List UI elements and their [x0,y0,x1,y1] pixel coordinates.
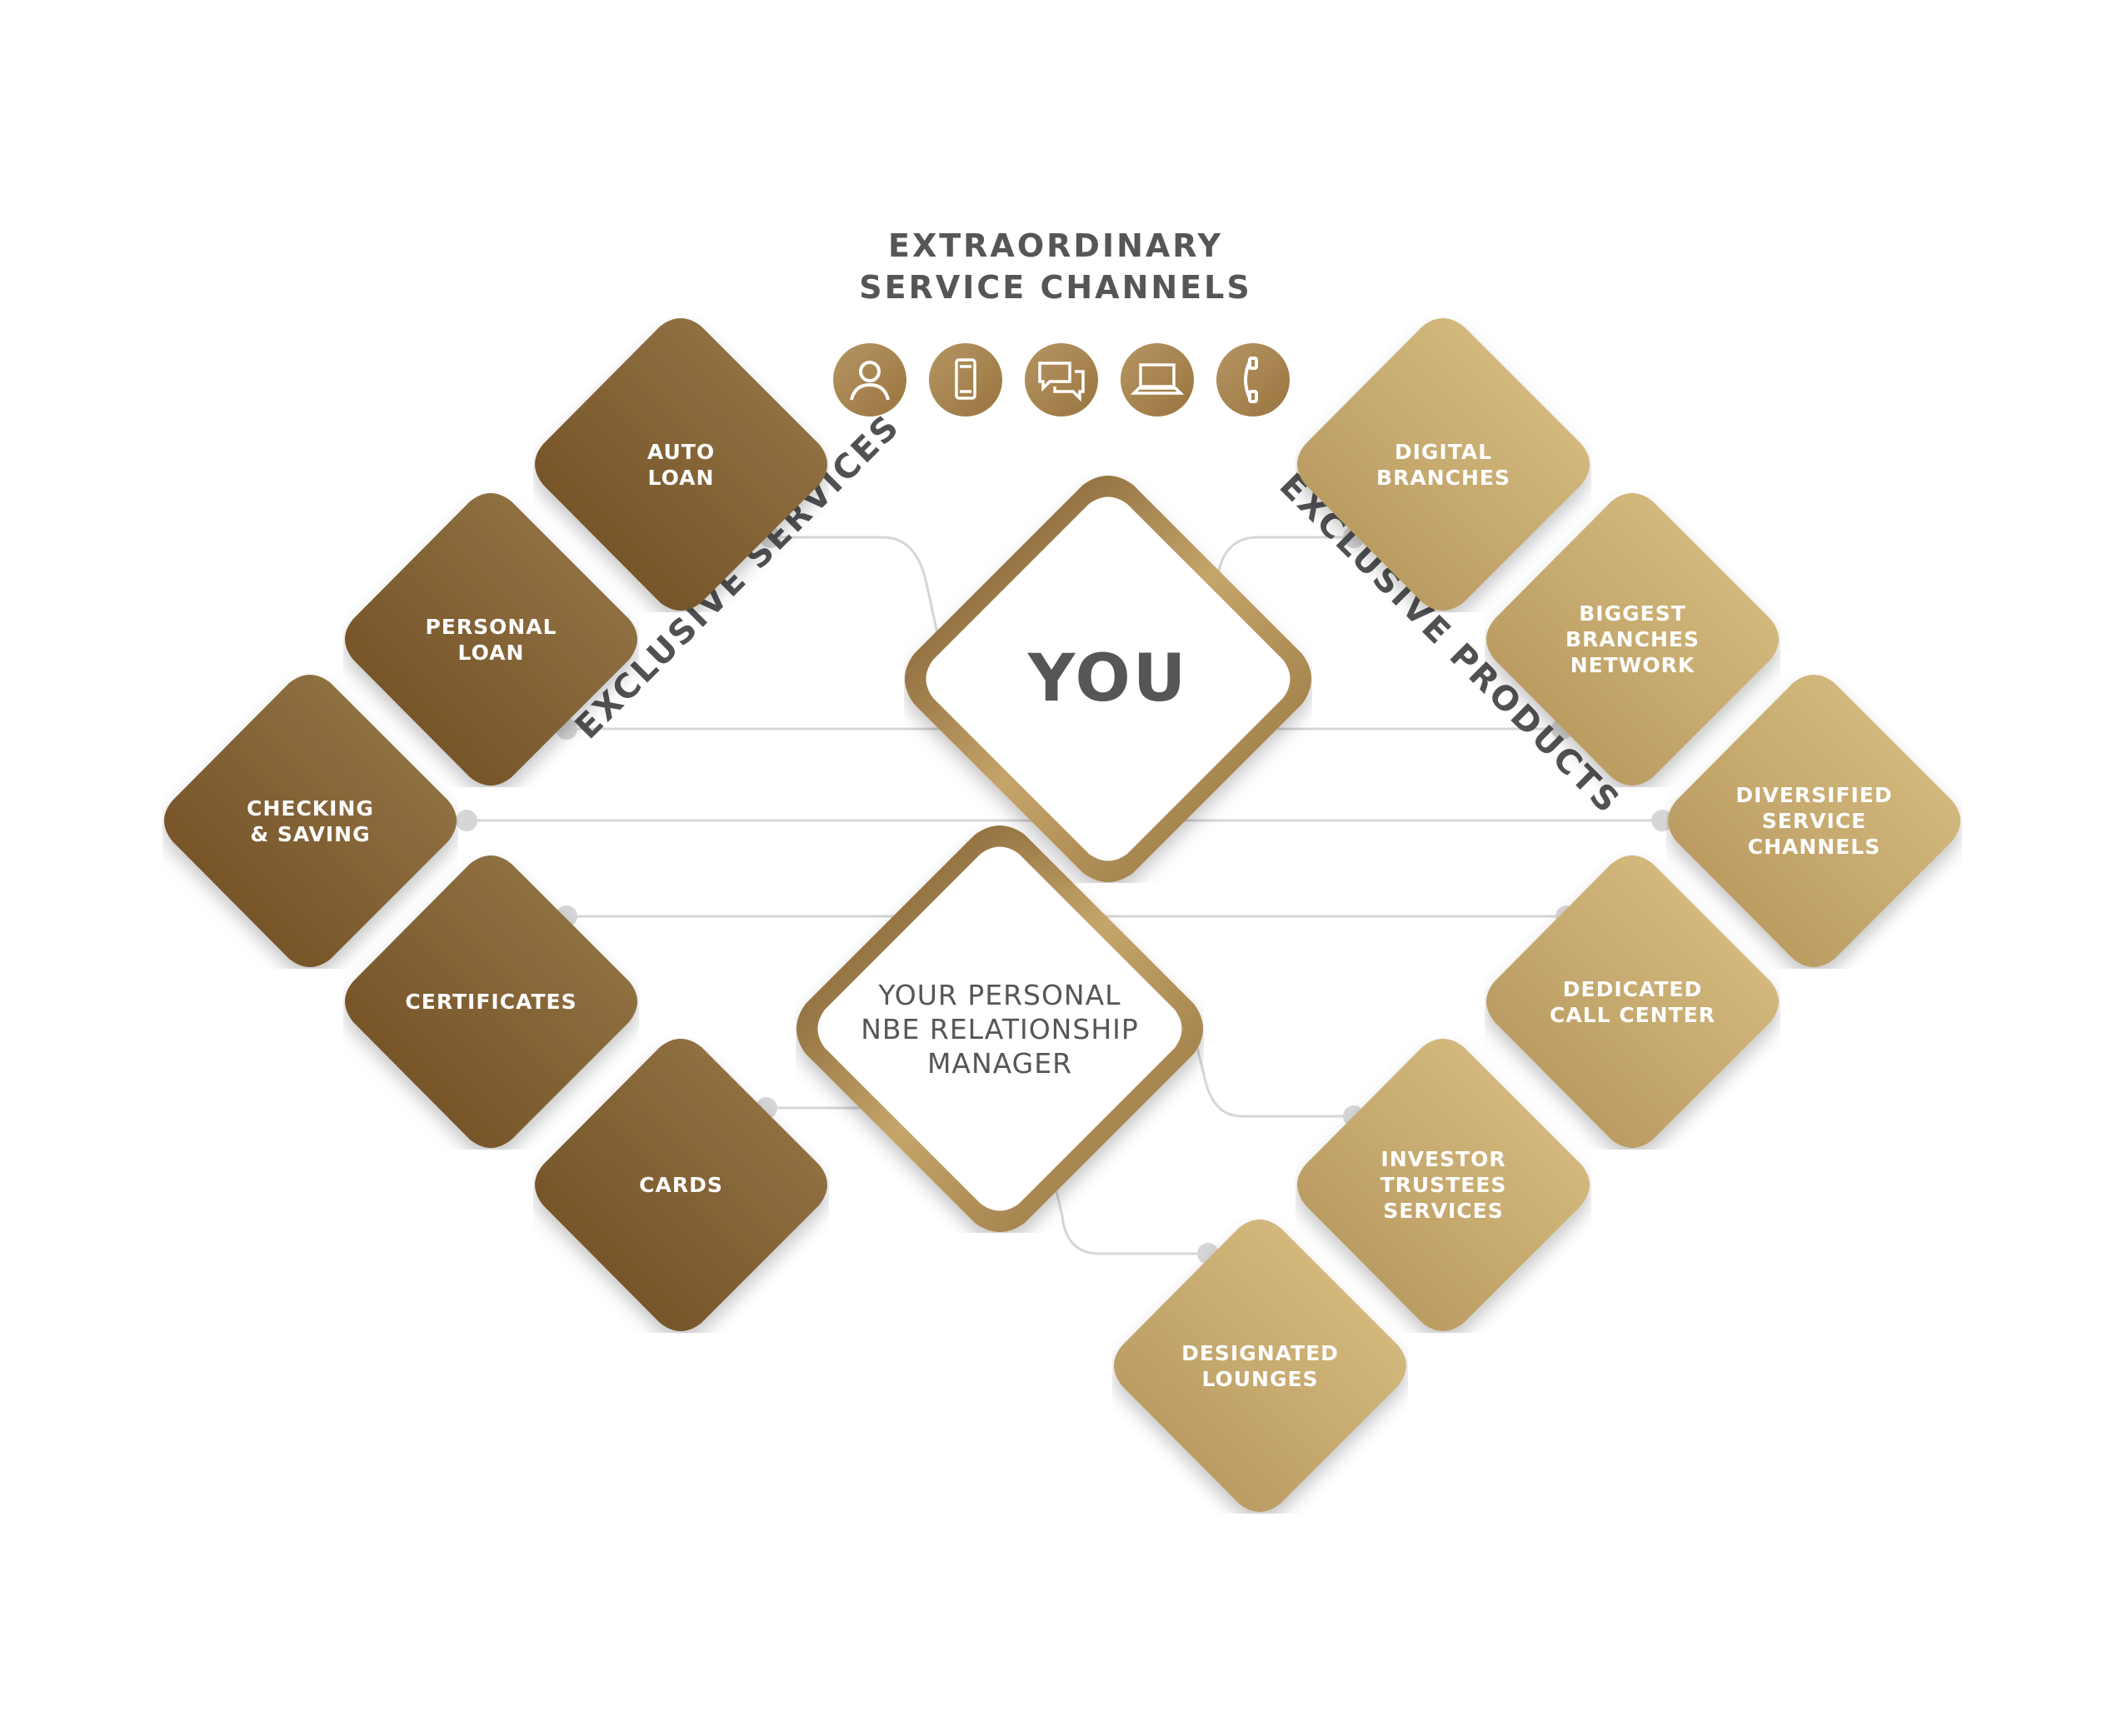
product-dedicated-call-center: DEDICATED CALL CENTER [1485,854,1780,1150]
label-biggest-branches-network: BIGGEST BRANCHES NETWORK [1565,601,1700,677]
service-checking-saving: CHECKING & SAVING [162,673,458,969]
label-investor-trustees-services: INVESTOR TRUSTEES SERVICES [1380,1147,1507,1223]
connector-auto-loan [775,536,939,634]
connector-dot [456,810,477,831]
relationship-manager-label: YOUR PERSONAL NBE RELATIONSHIP MANAGER [861,978,1139,1080]
heading: EXTRAORDINARY SERVICE CHANNELS [639,225,1472,308]
label-digital-branches: DIGITAL BRANCHES [1376,439,1510,490]
relationship-manager-node: YOUR PERSONAL NBE RELATIONSHIP MANAGER [796,825,1204,1233]
label-certificates: CERTIFICATES [405,990,577,1014]
label-cards: CARDS [639,1173,723,1197]
label-personal-loan: PERSONAL LOAN [425,614,557,665]
connector-lounges [1055,1190,1208,1255]
heading-line-2: SERVICE CHANNELS [859,269,1252,306]
label-designated-lounges: DESIGNATED LOUNGES [1181,1340,1339,1391]
service-auto-loan: AUTO LOAN [533,317,829,612]
connector-investor [1194,1040,1354,1118]
heading-line-1: EXTRAORDINARY [887,227,1223,264]
product-investor-trustees-services: INVESTOR TRUSTEES SERVICES [1296,1037,1591,1333]
you-label: YOU [1027,641,1189,716]
service-cards: CARDS [533,1037,829,1333]
laptop-icon [1121,343,1194,417]
person-icon [833,343,906,417]
chat-bubbles-icon [1025,343,1098,417]
connector-digital-branches [1216,536,1354,576]
label-auto-loan: AUTO LOAN [647,439,716,490]
product-biggest-branches-network: BIGGEST BRANCHES NETWORK [1485,491,1780,787]
product-designated-lounges: DESIGNATED LOUNGES [1112,1218,1408,1514]
product-diversified-service-channels: DIVERSIFIED SERVICE CHANNELS [1666,673,1962,969]
you-node: YOU [904,475,1312,883]
service-certificates: CERTIFICATES [343,854,639,1150]
label-diversified-service-channels: DIVERSIFIED SERVICE CHANNELS [1735,783,1893,859]
mobile-phone-icon [929,343,1002,417]
service-personal-loan: PERSONAL LOAN [343,491,639,787]
label-dedicated-call-center: DEDICATED CALL CENTER [1550,976,1715,1027]
connector-dot [1651,810,1673,831]
label-checking-saving: CHECKING & SAVING [247,796,374,846]
telephone-icon [1216,343,1290,417]
product-digital-branches: DIGITAL BRANCHES [1296,317,1591,612]
